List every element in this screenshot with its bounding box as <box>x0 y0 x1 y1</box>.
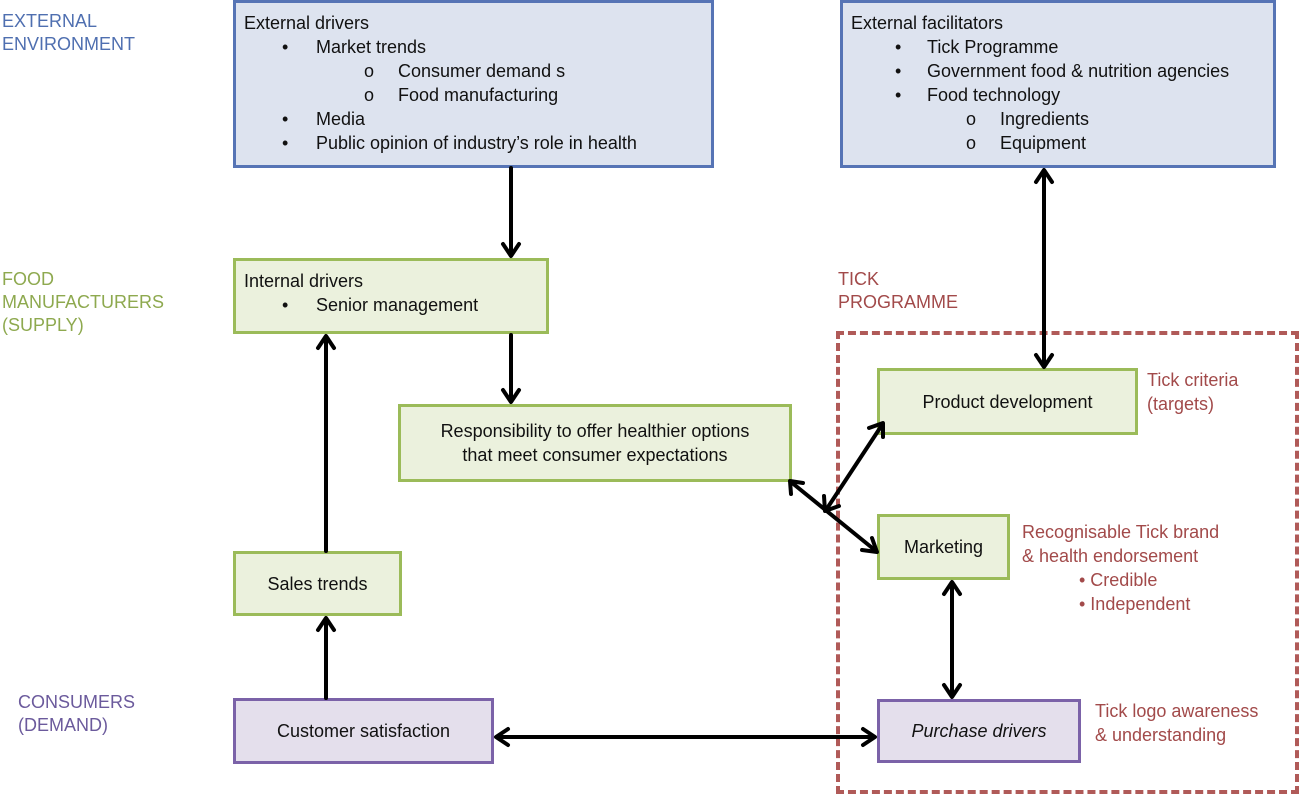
lane-label-line: (SUPPLY) <box>2 315 84 335</box>
external-facilitators-title: External facilitators <box>851 13 1004 33</box>
brand-note: Recognisable Tick brand & health endorse… <box>1022 520 1219 616</box>
lane-label-food-manufacturers: FOOD MANUFACTURERS (SUPPLY) <box>2 268 164 337</box>
responsibility-box: Responsibility to offer healthier option… <box>398 404 792 482</box>
lane-label-external-environment: EXTERNAL ENVIRONMENT <box>2 10 135 56</box>
list-item-text: Consumer demand s <box>398 61 566 81</box>
list-item: o Food manufacturing <box>244 83 703 107</box>
list-item: o Consumer demand s <box>244 59 703 83</box>
list-item-text: Ingredients <box>1000 109 1090 129</box>
marketing-box: Marketing <box>877 514 1010 580</box>
lane-label-line: TICK <box>838 269 880 289</box>
bullet-icon: • <box>282 37 289 57</box>
list-item-text: Tick Programme <box>927 37 1059 57</box>
lane-label-line: ENVIRONMENT <box>2 34 136 54</box>
customer-satisfaction-label: Customer satisfaction <box>276 721 451 741</box>
note-line: & understanding <box>1095 725 1227 745</box>
arrow-customer-purchase <box>494 727 877 747</box>
external-drivers-box: External drivers • Market trends o Consume… <box>233 0 714 168</box>
list-item-text: Public opinion of industry’s role in hea… <box>316 133 637 153</box>
arrow-marketing-purchase <box>942 580 962 699</box>
arrow-product-intersection <box>822 421 885 513</box>
sales-trends-box: Sales trends <box>233 551 402 616</box>
responsibility-line: Responsibility to offer healthier option… <box>440 421 750 441</box>
list-item: • Food technology <box>851 83 1265 107</box>
note-line: & health endorsement <box>1022 546 1199 566</box>
bullet-icon: • <box>282 133 289 153</box>
purchase-drivers-label: Purchase drivers <box>911 721 1047 741</box>
list-item-text: Food manufacturing <box>398 85 559 105</box>
list-item: • Public opinion of industry’s role in he… <box>244 131 703 155</box>
arrow-internal-to-responsibility <box>501 333 521 404</box>
purchase-drivers-box: Purchase drivers <box>877 699 1081 763</box>
bullet-icon: • <box>282 109 289 129</box>
list-item-text: Media <box>316 109 366 129</box>
list-item: • Government food & nutrition agencies <box>851 59 1265 83</box>
bullet-icon: • <box>895 37 902 57</box>
customer-satisfaction-box: Customer satisfaction <box>233 698 494 764</box>
list-item-text: Senior management <box>316 295 479 315</box>
list-item-text: Food technology <box>927 85 1061 105</box>
sub-bullet-icon: o <box>966 109 977 129</box>
note-bullet-item: • Credible <box>1079 570 1158 590</box>
note-line: Tick criteria <box>1147 370 1239 390</box>
tick-criteria-note: Tick criteria (targets) <box>1147 368 1238 416</box>
lane-label-line: EXTERNAL <box>2 11 98 31</box>
product-development-box: Product development <box>877 368 1138 435</box>
arrow-responsibility-marketing <box>788 479 879 554</box>
note-line: Tick logo awareness <box>1095 701 1259 721</box>
list-item-text: Government food & nutrition agencies <box>927 61 1230 81</box>
list-item: o Ingredients <box>851 107 1265 131</box>
lane-label-line: FOOD <box>2 269 54 289</box>
arrow-sales-to-internal <box>316 334 336 553</box>
tick-programme-region <box>836 331 1299 794</box>
sub-bullet-icon: o <box>364 85 375 105</box>
note-line: (targets) <box>1147 394 1215 414</box>
marketing-label: Marketing <box>903 537 984 557</box>
bullet-icon: • <box>895 61 902 81</box>
sub-bullet-icon: o <box>966 133 977 153</box>
list-item: • Market trends <box>244 35 703 59</box>
lane-label-consumers: CONSUMERS (DEMAND) <box>18 691 135 737</box>
lane-label-line: PROGRAMME <box>838 292 959 312</box>
sub-bullet-icon: o <box>364 61 375 81</box>
external-facilitators-box: External facilitators • Tick Programme • G… <box>840 0 1276 168</box>
bullet-icon: • <box>895 85 902 105</box>
external-drivers-title: External drivers <box>244 13 370 33</box>
lane-label-line: MANUFACTURERS <box>2 292 165 312</box>
list-item-text: Equipment <box>1000 133 1087 153</box>
internal-drivers-box: Internal drivers • Senior management <box>233 258 549 334</box>
arrow-external-to-internal <box>501 166 521 258</box>
list-item: • Media <box>244 107 703 131</box>
arrow-facilitators-product <box>1034 168 1054 369</box>
list-item: o Equipment <box>851 131 1265 155</box>
arrow-customer-to-sales <box>316 616 336 700</box>
note-line: Recognisable Tick brand <box>1022 522 1220 542</box>
bullet-icon: • <box>282 295 289 315</box>
note-bullet-item: • Independent <box>1079 594 1191 614</box>
internal-drivers-title: Internal drivers <box>244 271 364 291</box>
list-item: • Tick Programme <box>851 35 1265 59</box>
lane-label-tick-programme: TICK PROGRAMME <box>838 268 958 314</box>
logo-note: Tick logo awareness & understanding <box>1095 699 1258 747</box>
lane-label-line: CONSUMERS <box>18 692 136 712</box>
responsibility-line: that meet consumer expectations <box>462 445 728 465</box>
product-development-label: Product development <box>922 391 1093 412</box>
sales-trends-label: Sales trends <box>267 573 368 594</box>
list-item: • Senior management <box>244 293 538 317</box>
lane-label-line: (DEMAND) <box>18 715 108 735</box>
list-item-text: Market trends <box>316 37 427 57</box>
